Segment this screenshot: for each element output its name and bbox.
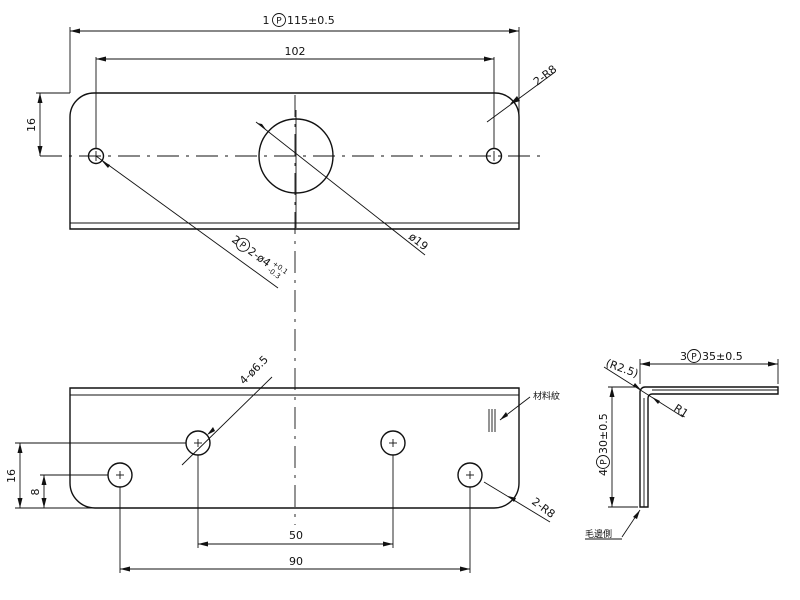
- top-view-outline: [69, 92, 520, 230]
- top-view: 1 P 115±0.5 102 2-R8 16 ø19 2 P 2-ø4 +0.: [25, 13, 559, 289]
- front-view-outline: [69, 387, 520, 509]
- spacing-outer-arrow-right: [460, 566, 470, 572]
- hole-height-value: 8: [29, 489, 42, 496]
- side-width-balloon-number: 3: [680, 350, 687, 363]
- small-holes-p-symbol: P: [237, 240, 248, 252]
- overall-length-balloon-number: 1: [263, 14, 270, 27]
- front-radius-leader: [483, 481, 551, 523]
- small-holes-p-balloon: [236, 237, 251, 252]
- top-radius-leader: [486, 71, 556, 123]
- small-holes-value: 2-ø4: [245, 245, 273, 270]
- overall-length-p-balloon: [272, 13, 286, 27]
- hole-spacing-value: 102: [285, 45, 306, 58]
- center-hole-label: ø19: [406, 230, 430, 253]
- hole-height-arrow-top: [41, 475, 47, 485]
- radius-leader: [603, 366, 684, 418]
- front-height-arrow-top: [17, 443, 23, 453]
- spacing-inner-arrow-left: [198, 541, 208, 547]
- hole-spacing-arrow-left: [96, 56, 106, 62]
- small-holes-label-group: 2 P 2-ø4 +0.1 -0.3: [229, 233, 289, 281]
- side-width-arrow-left: [640, 361, 650, 367]
- spacing-inner-arrow-right: [383, 541, 393, 547]
- hole-spacing-arrow-right: [484, 56, 494, 62]
- side-height-p-symbol: P: [600, 459, 610, 465]
- side-height-label-group: 4 P 30±0.5: [596, 413, 610, 476]
- side-width-p-balloon: [687, 349, 701, 363]
- top-radius-label: 2-R8: [531, 63, 559, 89]
- outer-radius-label: R1: [671, 402, 690, 421]
- small-holes-leader: [95, 155, 279, 289]
- small-holes-leader-arrow: [102, 161, 110, 168]
- front-radius-label: 2-R8: [529, 495, 557, 521]
- side-view: 3 P 35±0.5 (R2.5) R1 4 P 30±0.5 毛邊側: [585, 349, 779, 540]
- top-height-value: 16: [25, 118, 38, 132]
- side-height-p-balloon: [596, 455, 610, 469]
- hole-height-arrow-bottom: [41, 498, 47, 508]
- inner-radius-arrow: [633, 383, 641, 390]
- side-height-balloon-number: 4: [597, 469, 610, 476]
- burr-leader-arrow: [633, 510, 640, 519]
- top-height-arrow-bottom: [37, 146, 43, 156]
- side-view-outline: [639, 386, 779, 508]
- front-height-value: 16: [5, 469, 18, 483]
- burr-side-note: 毛邊側: [585, 528, 612, 540]
- side-height-arrow-bottom: [609, 497, 615, 507]
- center-hole-leader-arrow: [257, 123, 267, 131]
- holes-leader-arrow: [207, 427, 215, 435]
- inner-radius-label: (R2.5): [604, 357, 640, 381]
- overall-length-arrow-left: [70, 28, 80, 34]
- spacing-outer-value: 90: [289, 555, 303, 568]
- holes-leader: [181, 376, 273, 466]
- grain-leader-arrow: [500, 412, 508, 420]
- front-height-arrow-bottom: [17, 498, 23, 508]
- side-width-arrow-right: [768, 361, 778, 367]
- small-hole-left: [87, 147, 105, 165]
- side-height-arrow-top: [609, 387, 615, 397]
- overall-length-value: 115±0.5: [287, 14, 335, 27]
- spacing-inner-value: 50: [289, 529, 303, 542]
- top-height-arrow-top: [37, 93, 43, 103]
- center-hole-leader: [255, 121, 426, 256]
- overall-length-p-symbol: P: [276, 17, 282, 27]
- front-view: 50 90 16 8 4-ø6.5 材料紋 2-R8: [5, 353, 560, 573]
- side-width-p-symbol: P: [691, 353, 697, 363]
- side-width-value: 35±0.5: [702, 350, 743, 363]
- front-radius-arrow: [508, 496, 516, 502]
- spacing-outer-arrow-left: [120, 566, 130, 572]
- overall-length-arrow-right: [509, 28, 519, 34]
- top-radius-arrow: [510, 96, 520, 104]
- outer-radius-arrow: [652, 397, 660, 404]
- side-height-value: 30±0.5: [597, 413, 610, 454]
- holes-label: 4-ø6.5: [237, 353, 271, 387]
- material-grain-note: 材料紋: [533, 390, 560, 402]
- small-hole-right: [485, 147, 503, 165]
